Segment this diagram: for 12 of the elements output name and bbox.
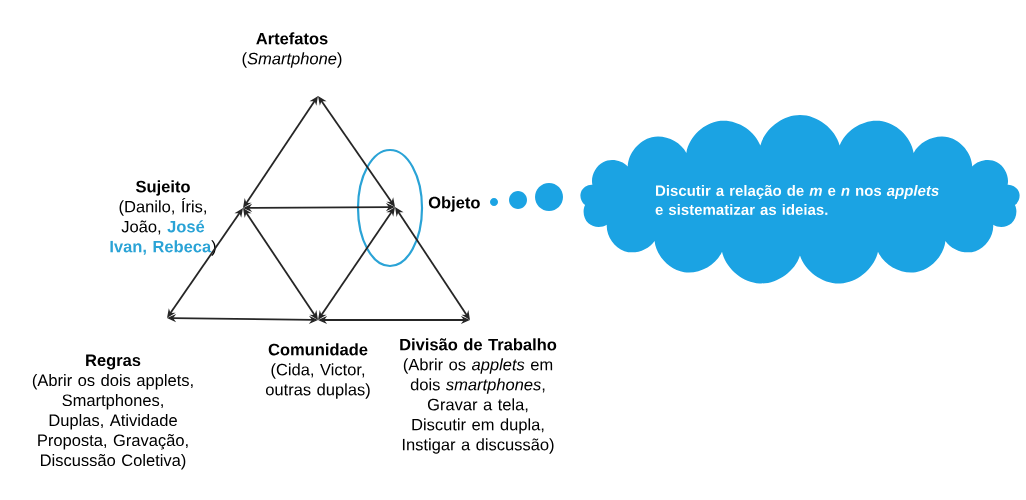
double-arrow [318,207,395,320]
corner-label: Artefatos (Smartphone) [242,32,342,68]
double-arrow [243,96,318,208]
thought-cloud: Discutir a relação de m e n nos applets e sistematizar as ideias. [580,115,1020,284]
double-arrow [243,208,318,320]
corner-label: Comunidade (Cida, Victor, outras duplas) [265,343,370,399]
corner-label: Divisão de Trabalho (Abrir os applets em dois smartphones, Gravar a tela, Discutir em dupla, Instigar a discussão) [400,338,557,454]
corner-label: Regras (Abrir os dois applets, Smartphones, Duplas, Atividade Proposta, Gravação, Discussão Coletiva) [32,354,193,470]
double-arrow [167,208,243,318]
corner-label: Objeto [428,196,480,212]
double-arrow [395,207,470,320]
double-arrow [318,96,395,207]
